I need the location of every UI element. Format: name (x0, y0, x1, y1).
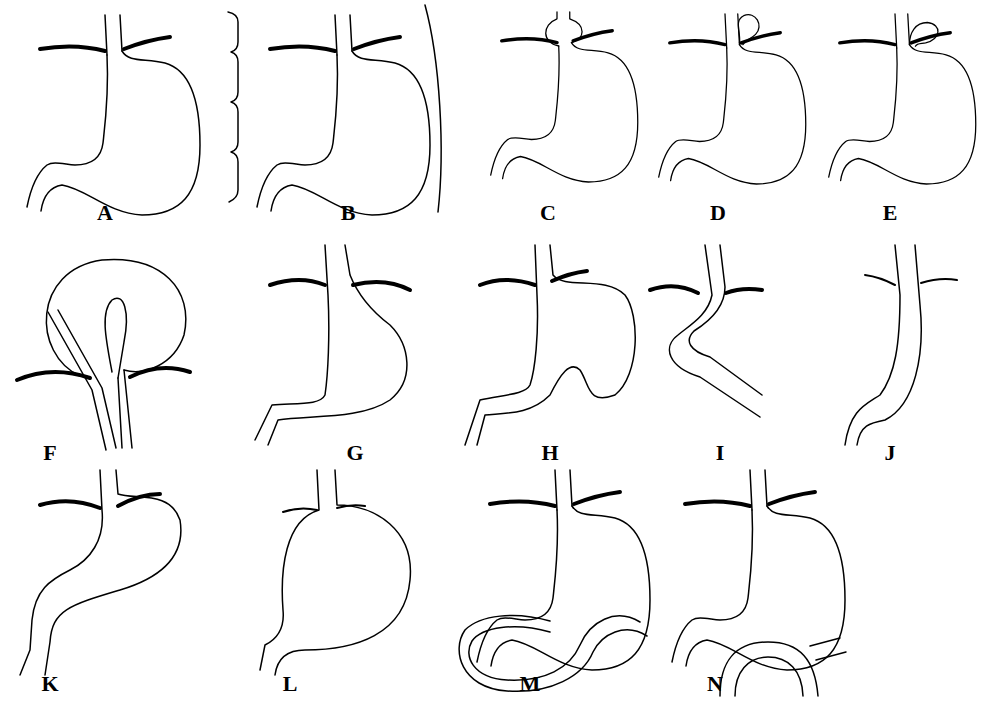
body-outline (425, 5, 441, 212)
figure-letter: J (885, 442, 896, 464)
figure-letter: K (41, 673, 58, 695)
stomach-k (20, 470, 181, 675)
figure-letter: A (97, 202, 113, 224)
stomach-m (459, 470, 650, 691)
stomach-n (672, 470, 846, 696)
stomach-h (465, 245, 635, 445)
figure-letter: G (346, 442, 363, 464)
figure-letter: H (541, 442, 558, 464)
figure-letter: D (710, 202, 726, 224)
stomach-b (257, 15, 430, 215)
figure-letter: M (520, 673, 541, 695)
stomach-e (829, 14, 976, 184)
figure-letter: C (540, 202, 556, 224)
stomach-f (17, 260, 190, 450)
figure-letter: L (283, 673, 298, 695)
figure-letter: N (707, 673, 723, 695)
vertebral-column (228, 12, 238, 202)
stomach-a (27, 15, 200, 215)
figure-letter: F (43, 442, 56, 464)
stomach-j (845, 245, 957, 445)
stomach-d (659, 14, 806, 184)
stomach-i (650, 245, 762, 417)
stomach-l (260, 470, 410, 675)
stomach-g (255, 245, 410, 445)
figure-letter: E (883, 202, 898, 224)
stomach-c (491, 12, 638, 182)
figure-letter: I (716, 442, 725, 464)
figure-letter: B (341, 202, 356, 224)
